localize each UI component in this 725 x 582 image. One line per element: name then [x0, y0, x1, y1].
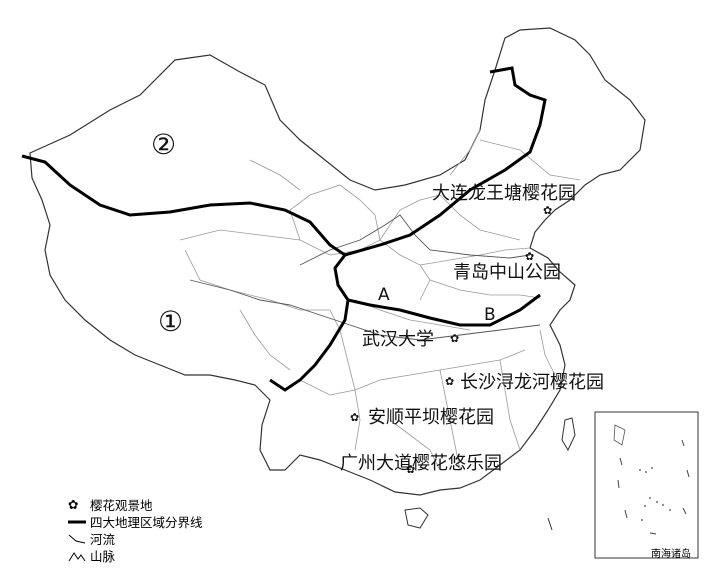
region-2-label: ② — [151, 128, 177, 161]
river-icon — [68, 533, 90, 545]
legend-item: 四大地理区域分界线 — [68, 513, 203, 530]
point-a-label: A — [378, 285, 390, 305]
site-label-dalian: 大连龙王塘樱花园 — [432, 183, 576, 204]
region-boundaries — [21, 66, 547, 392]
islands — [404, 417, 576, 531]
flower-icon: ✿ — [406, 463, 416, 476]
flower-icon: ✿ — [543, 204, 553, 217]
legend-label: 四大地理区域分界线 — [90, 515, 203, 530]
site-label-guangzhou: 广州大道樱花悠乐园 — [340, 453, 502, 474]
legend-label: 山脉 — [90, 549, 116, 564]
flower-icon: ✿ — [450, 332, 460, 345]
legend-item: 山脉 — [68, 547, 203, 564]
site-label-wuhan: 武汉大学 — [362, 329, 434, 350]
legend-item: 河流 — [68, 530, 203, 547]
flower-icon: ✿ — [525, 250, 535, 263]
region-1-label: ① — [158, 305, 184, 338]
legend-label: 河流 — [90, 532, 116, 547]
province-boundaries — [179, 129, 581, 471]
legend-item: ✿ 樱花观景地 — [68, 496, 203, 513]
south-china-sea-inset — [594, 411, 699, 559]
thick-line-icon — [68, 519, 90, 525]
inset-title: 南海诸岛 — [651, 549, 691, 560]
country-outline — [29, 27, 646, 496]
mountain-icon — [68, 550, 90, 562]
legend-label: 樱花观景地 — [90, 498, 153, 513]
flower-icon: ✿ — [68, 497, 79, 512]
flower-icon: ✿ — [445, 375, 455, 388]
flower-icon: ✿ — [350, 411, 360, 424]
site-label-qingdao: 青岛中山公园 — [453, 262, 561, 283]
point-b-label: B — [484, 305, 496, 325]
site-label-changsha: 长沙浔龙河樱花园 — [460, 372, 604, 393]
legend: ✿ 樱花观景地 四大地理区域分界线 河流 山脉 — [68, 496, 203, 564]
site-label-anshun: 安顺平坝樱花园 — [368, 407, 494, 428]
rivers — [189, 214, 541, 341]
